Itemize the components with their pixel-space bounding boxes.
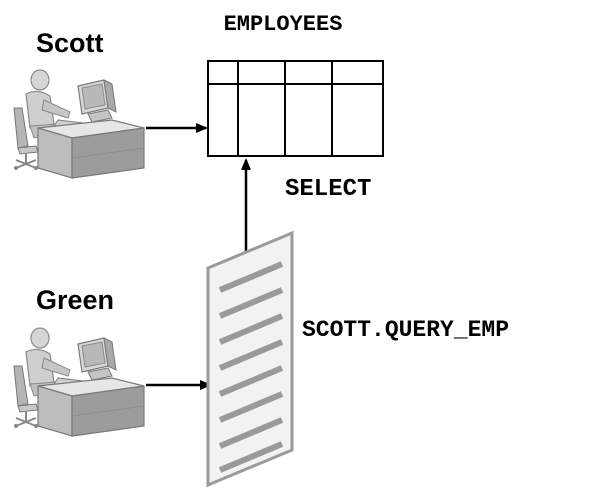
procedure-document-icon [206,230,294,488]
employees-table-icon [207,60,384,157]
green-workstation-icon [13,327,145,437]
procedure-name-label: SCOTT.QUERY_EMP [302,317,509,343]
user-label-scott: Scott [36,28,104,58]
table-name-label: EMPLOYEES [224,12,343,37]
user-label-green: Green [36,285,114,315]
operation-label: SELECT [285,176,371,203]
scott-workstation-icon [13,69,145,179]
